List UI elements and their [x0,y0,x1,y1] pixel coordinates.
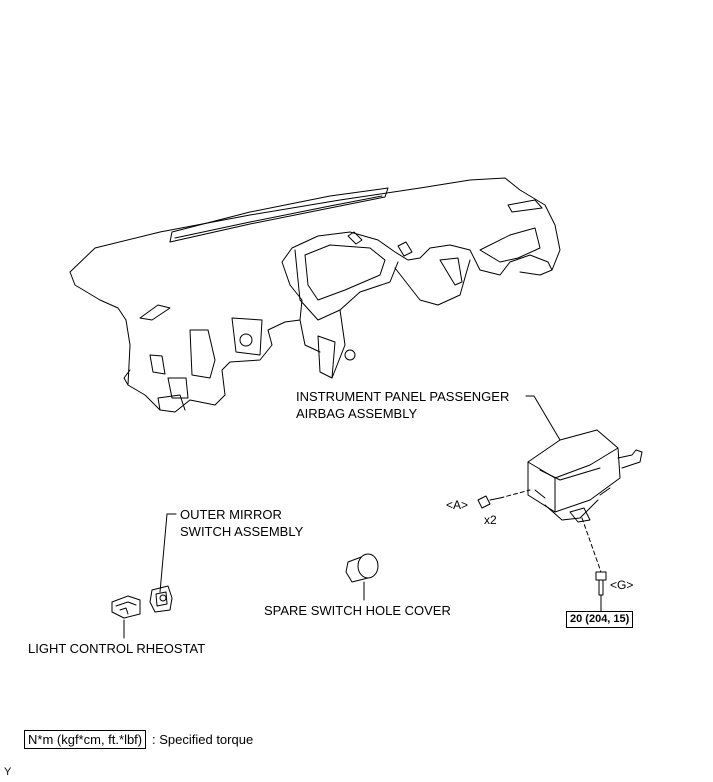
mirror-switch-label-line1: OUTER MIRROR [180,507,282,522]
legend-description: : Specified torque [152,732,254,747]
spare-cover-label: SPARE SWITCH HOLE COVER [264,603,451,618]
corner-mark: Y [4,766,12,778]
rheostat-drawing [111,595,141,619]
mirror-switch-leader [159,513,177,593]
quantity-a: x2 [484,513,497,527]
airbag-label-line2: AIRBAG ASSEMBLY [296,406,418,421]
bolt-g-leader [581,517,602,573]
screw-a-leader [499,489,531,499]
mirror-switch-label-line2: SWITCH ASSEMBLY [180,524,304,539]
callout-a: <A> [446,498,469,512]
legend-torque-box: N*m (kgf*cm, ft.*lbf) [24,730,147,749]
airbag-assembly-drawing [527,429,643,523]
bolt-g-drawing [595,571,607,596]
spare-cover-drawing [345,553,379,583]
rheostat-label: LIGHT CONTROL RHEOSTAT [28,641,206,656]
instrument-panel-drawing [69,177,561,413]
torque-spec-g: 20 (204, 15) [566,611,634,628]
screw-a-drawing [477,495,501,509]
callout-g: <G> [610,578,634,592]
airbag-callout-leader [525,395,561,441]
airbag-label-line1: INSTRUMENT PANEL PASSENGER [296,389,510,404]
outer-mirror-switch-drawing [149,585,173,613]
